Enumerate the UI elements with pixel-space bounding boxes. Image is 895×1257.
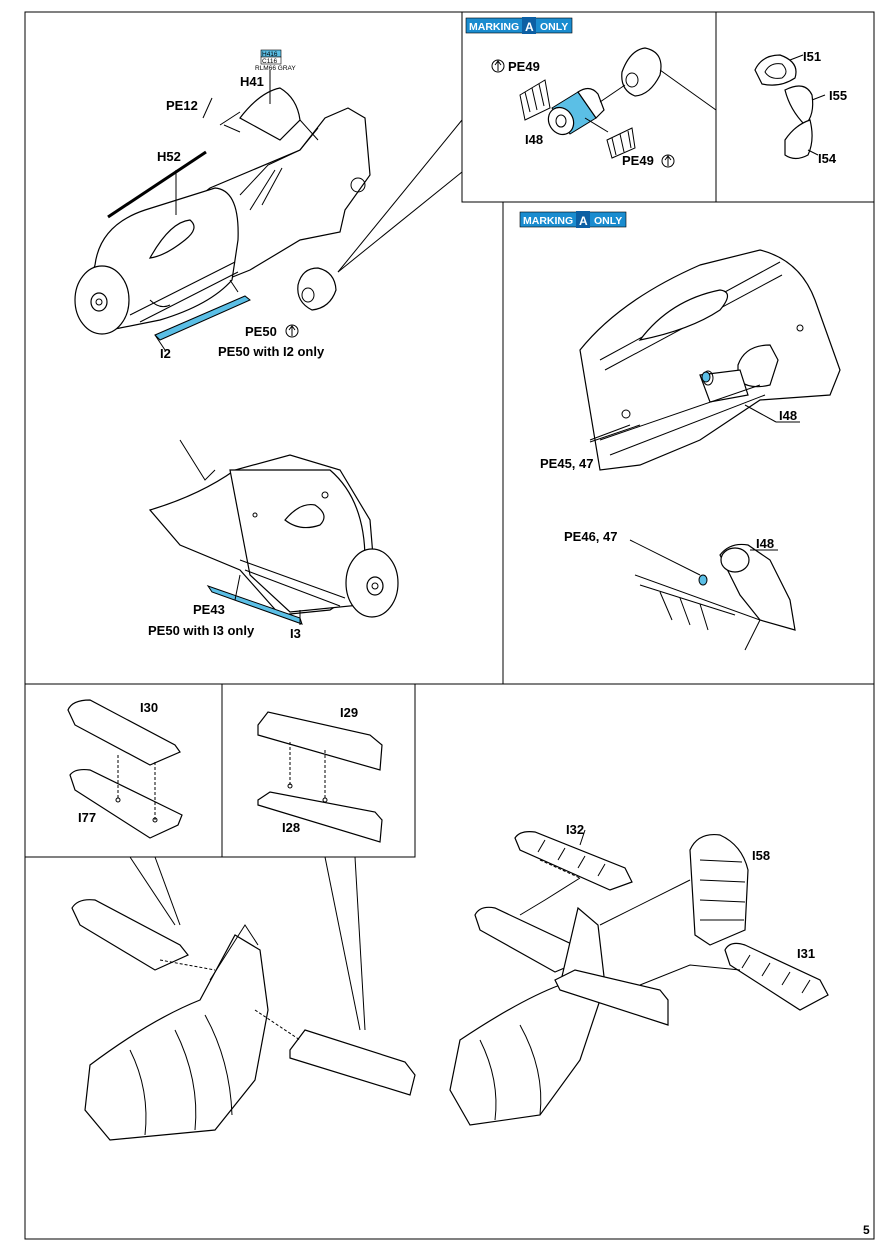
intake-detail-diagram	[629, 539, 796, 651]
panel-frames	[24, 11, 875, 1240]
fuselage-side-intake-diagram	[579, 249, 841, 471]
marking-badge-2: MARKING A ONLY	[519, 211, 627, 228]
label-pe46-47: PE46, 47	[564, 529, 618, 544]
label-pe50: PE50	[245, 324, 277, 339]
label-pe12: PE12	[166, 98, 198, 113]
tail-assembly-left-diagram	[71, 856, 416, 1141]
stabilizer-parts-diagram	[257, 711, 383, 843]
svg-text:ONLY: ONLY	[540, 21, 568, 33]
svg-text:MARKING: MARKING	[523, 215, 573, 227]
tail-assembly-right-diagram	[449, 829, 829, 1126]
label-i77: I77	[78, 810, 96, 825]
paint-code-2: C116	[262, 58, 277, 65]
label-pe50-with-i2: PE50 with I2 only	[218, 344, 325, 359]
paint-name: RLM66 GRAY	[255, 65, 296, 72]
label-pe49-bottom: PE49	[622, 153, 654, 168]
label-i55: I55	[829, 88, 847, 103]
label-pe50-with-i3: PE50 with I3 only	[148, 623, 255, 638]
elevator-parts-diagram	[67, 699, 183, 839]
label-pe45-47: PE45, 47	[540, 456, 594, 471]
air-intake-parts-diagram	[519, 47, 717, 159]
label-i54: I54	[818, 151, 837, 166]
svg-text:MARKING: MARKING	[469, 21, 519, 33]
arrow-icon	[491, 59, 505, 73]
label-i48-right2: I48	[756, 536, 774, 551]
label-i2: I2	[160, 346, 171, 361]
arrow-icon	[285, 324, 299, 338]
label-i32: I32	[566, 822, 584, 837]
arrow-icon	[661, 154, 675, 168]
paint-callout: H416 C116 RLM66 GRAY	[255, 49, 296, 72]
page-number: 5	[863, 1223, 870, 1237]
label-i3: I3	[290, 626, 301, 641]
label-h41: H41	[240, 74, 264, 89]
svg-text:A: A	[525, 20, 534, 34]
paint-code-1: H416	[262, 51, 278, 58]
nose-assembly-diagram	[74, 70, 463, 351]
label-i31: I31	[797, 946, 815, 961]
label-i48-right1: I48	[779, 408, 797, 423]
nose-assembly-variant-diagram	[148, 439, 399, 625]
label-i30: I30	[140, 700, 158, 715]
label-pe43: PE43	[193, 602, 225, 617]
label-i58: I58	[752, 848, 770, 863]
label-h52: H52	[157, 149, 181, 164]
label-i28: I28	[282, 820, 300, 835]
label-i48-inset: I48	[525, 132, 543, 147]
label-pe49-top: PE49	[508, 59, 540, 74]
svg-text:A: A	[579, 214, 588, 228]
label-i51: I51	[803, 49, 821, 64]
marking-badge-1: MARKING A ONLY	[465, 17, 573, 34]
svg-text:ONLY: ONLY	[594, 215, 622, 227]
intake-components-diagram	[754, 54, 826, 160]
label-i29: I29	[340, 705, 358, 720]
